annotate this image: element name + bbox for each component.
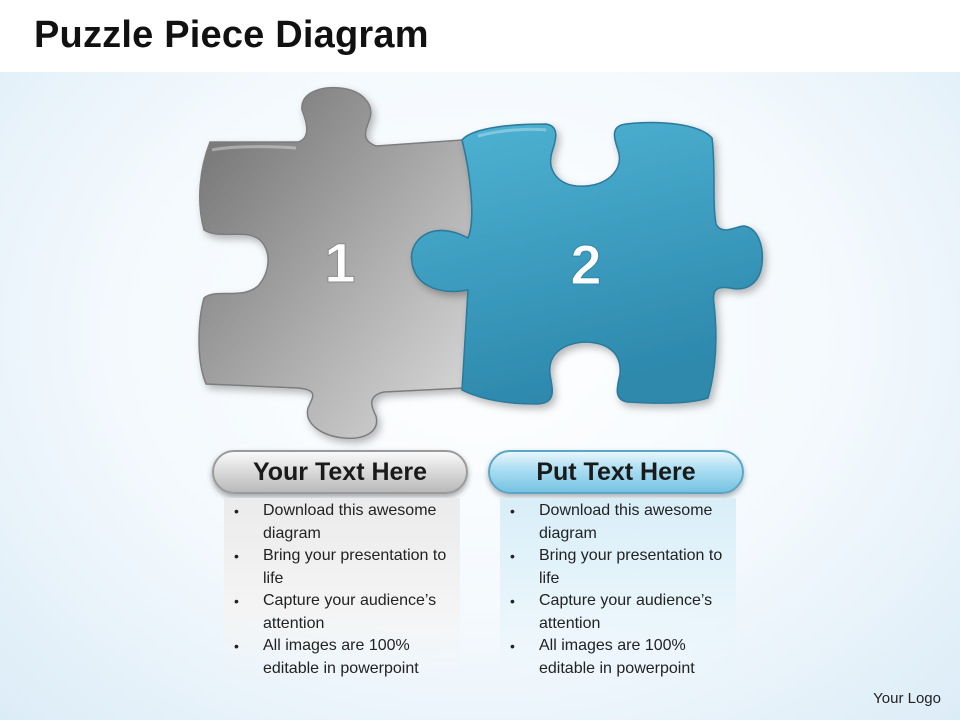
panel-2-list: • Download this awesome diagram • Bring yo…	[508, 500, 730, 680]
list-item: • Bring your presentation to life	[508, 545, 730, 590]
list-item-text: Capture your audience’s attention	[263, 592, 437, 632]
bullet: •	[234, 593, 239, 609]
list-item: • Download this awesome diagram	[508, 500, 730, 545]
list-item: • All images are 100% editable in powerpo…	[508, 635, 730, 680]
list-item: • Capture your audience’s attention	[232, 590, 454, 635]
list-item-text: All images are 100% editable in powerpoi…	[263, 637, 419, 677]
panel-1-list: • Download this awesome diagram • Bring yo…	[232, 500, 454, 680]
list-item-text: Bring your presentation to life	[539, 547, 723, 587]
panel-1-body: • Download this awesome diagram • Bring yo…	[224, 498, 460, 678]
list-item-text: Capture your audience’s attention	[539, 592, 713, 632]
slide-title: Puzzle Piece Diagram	[34, 14, 429, 56]
piece-1-number: 1	[324, 231, 355, 294]
logo-text: Your Logo	[873, 690, 941, 707]
list-item-text: All images are 100% editable in powerpoi…	[539, 637, 695, 677]
list-item: • Capture your audience’s attention	[508, 590, 730, 635]
list-item: • Bring your presentation to life	[232, 545, 454, 590]
panel-2-heading: Put Text Here	[488, 450, 744, 494]
piece-2-number: 2	[570, 233, 601, 296]
list-item: • Download this awesome diagram	[232, 500, 454, 545]
list-item-text: Bring your presentation to life	[263, 547, 447, 587]
list-item-text: Download this awesome diagram	[539, 502, 713, 542]
bullet: •	[234, 503, 239, 519]
bullet: •	[234, 638, 239, 654]
bullet: •	[510, 593, 515, 609]
bullet: •	[234, 548, 239, 564]
puzzle-piece-1	[198, 86, 473, 440]
bullet: •	[510, 548, 515, 564]
list-item-text: Download this awesome diagram	[263, 502, 437, 542]
list-item: • All images are 100% editable in powerpo…	[232, 635, 454, 680]
bullet: •	[510, 503, 515, 519]
panel-2-body: • Download this awesome diagram • Bring yo…	[500, 498, 736, 678]
bullet: •	[510, 638, 515, 654]
panel-1-heading: Your Text Here	[212, 450, 468, 494]
puzzle-piece-2	[410, 121, 764, 405]
